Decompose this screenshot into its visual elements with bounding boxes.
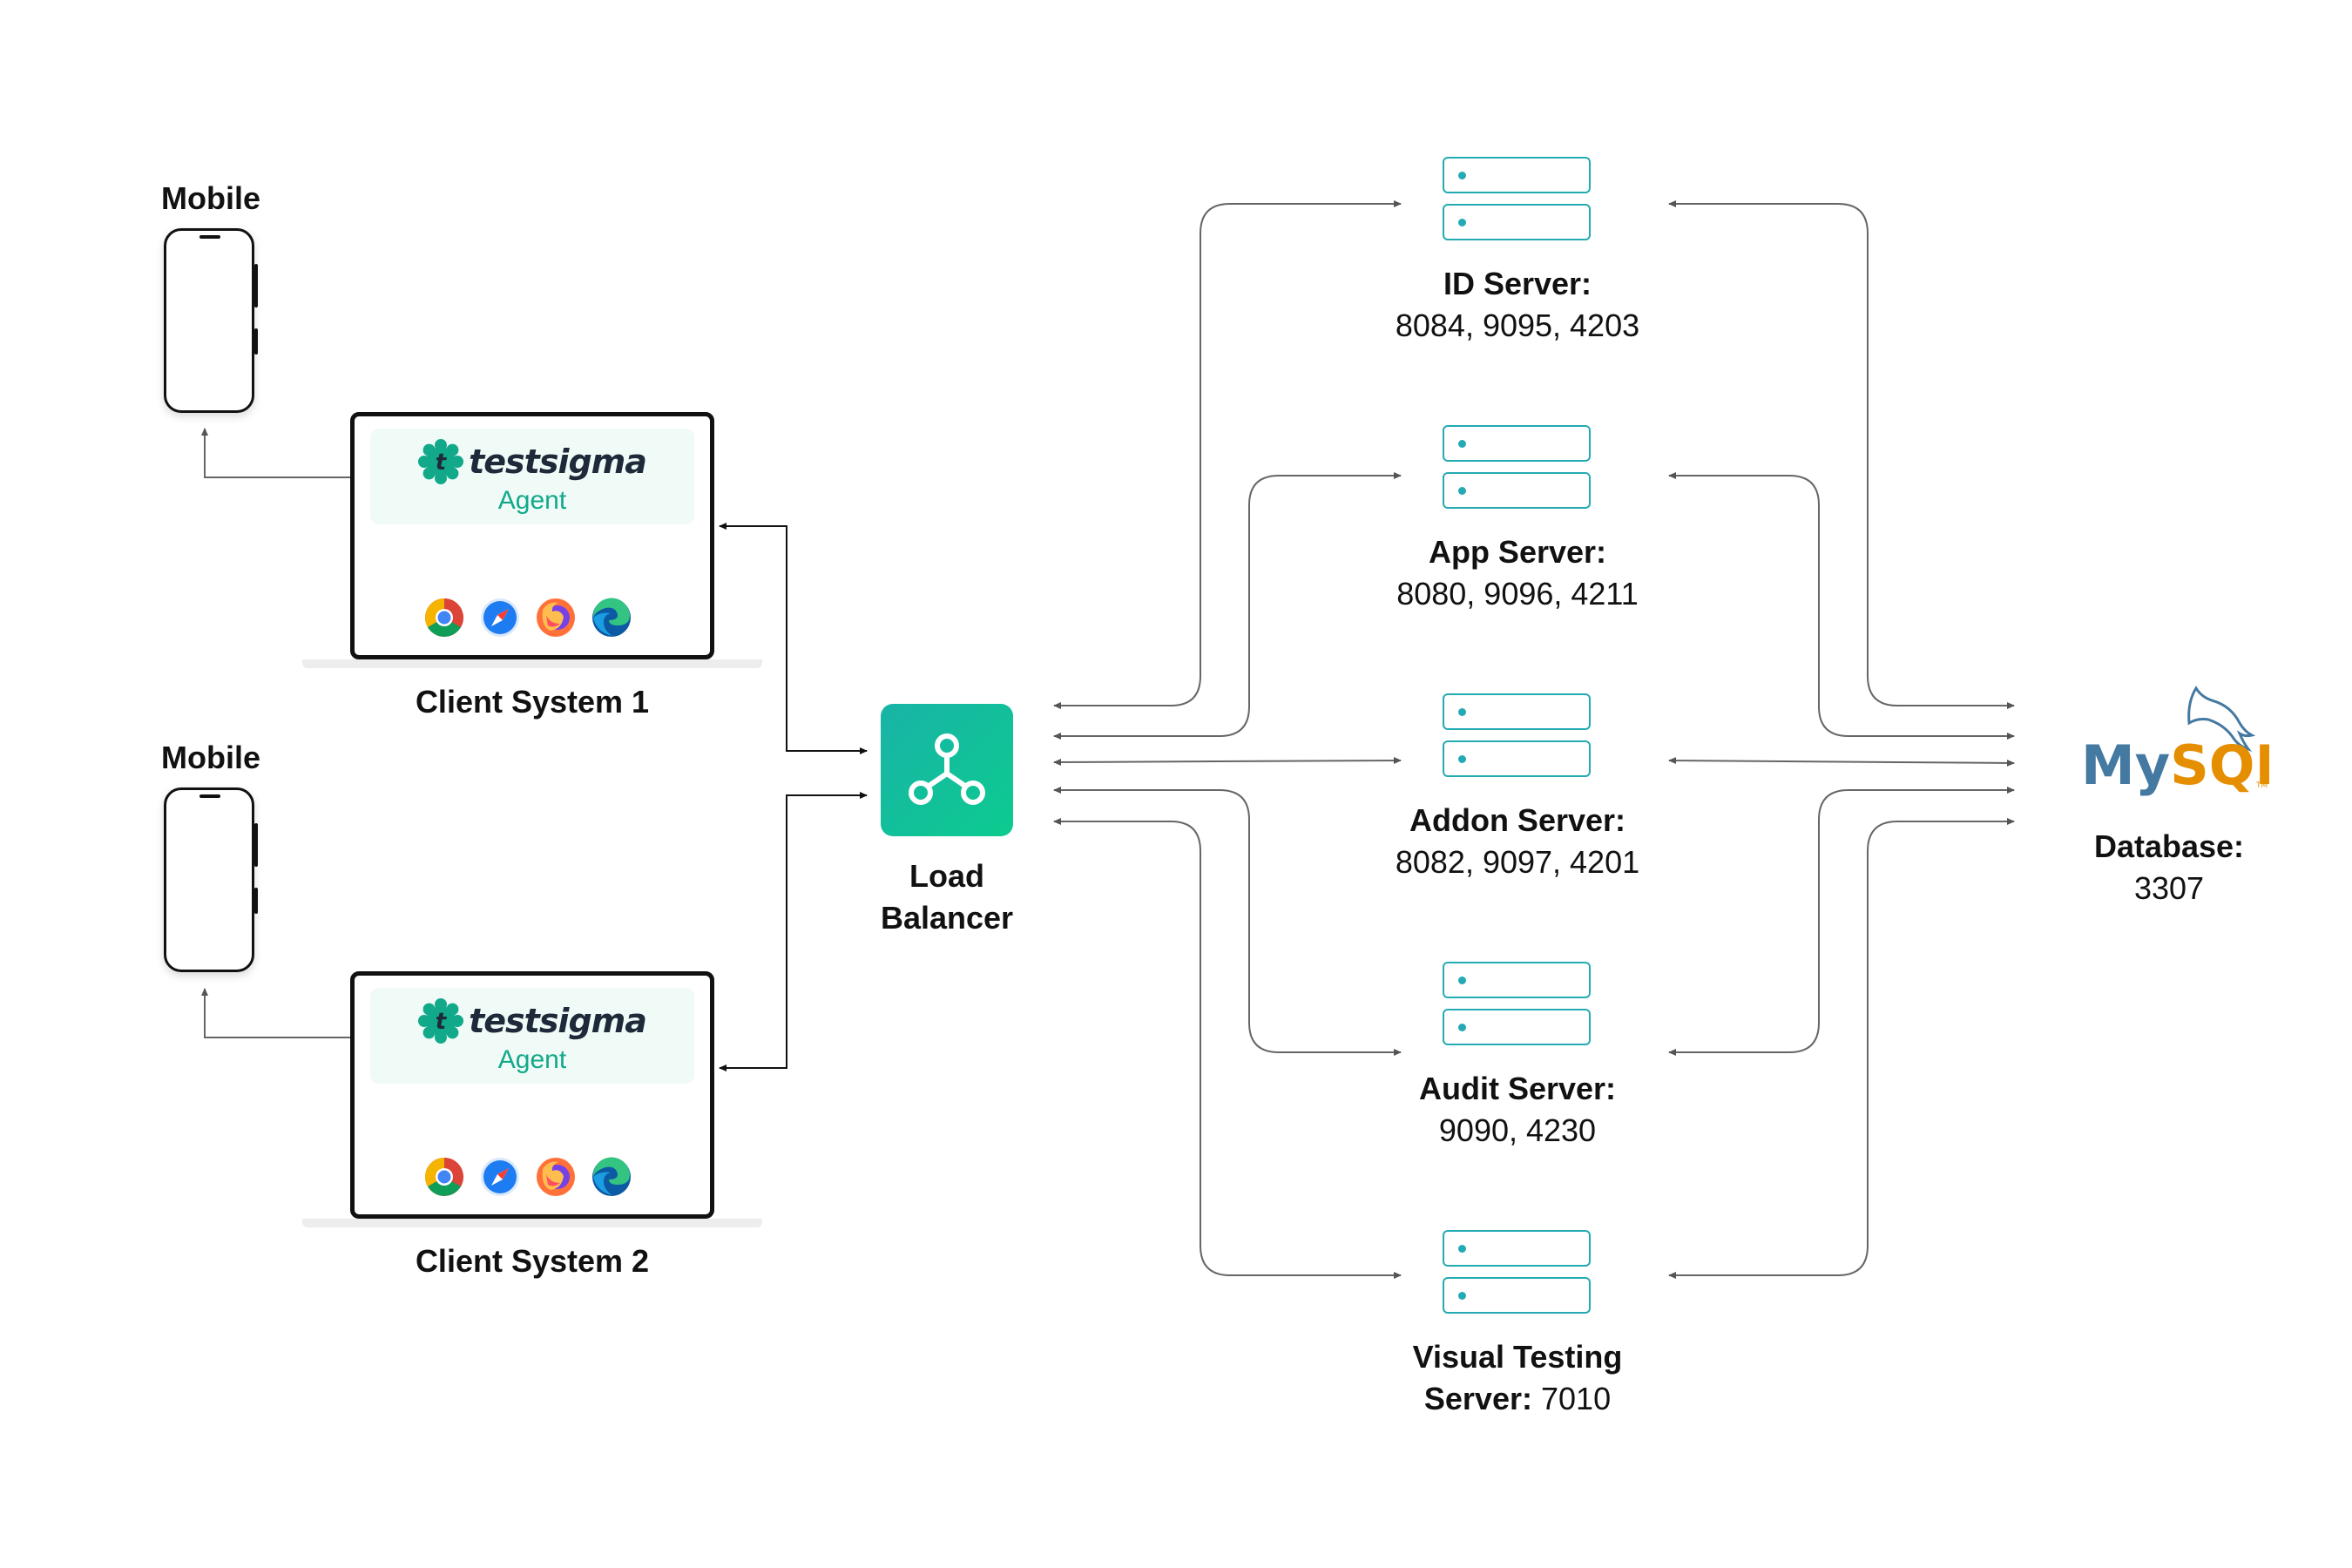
id-server-ports: 8084, 9095, 4203: [1395, 308, 1640, 343]
testsigma-agent-box: t testsigma Agent: [370, 429, 694, 524]
addon-server-icon: [1443, 693, 1594, 787]
edge-icon: [591, 598, 632, 638]
client-system-1-label: Client System 1: [415, 684, 650, 720]
client-system-2-label: Client System 2: [415, 1243, 650, 1279]
id-server-label: ID Server: 8084, 9095, 4203: [1343, 263, 1692, 347]
browser-icons: [424, 598, 632, 638]
client-system-1-laptop-base: [302, 659, 762, 668]
dolphin-icon: [2187, 686, 2256, 752]
audit-server-icon: [1443, 962, 1594, 1056]
id-server-icon: [1443, 157, 1594, 251]
addon-server-ports: 8082, 9097, 4201: [1395, 844, 1640, 880]
database-port: 3307: [2133, 870, 2205, 906]
visual-testing-server-label: Visual Testing Server: 7010: [1343, 1336, 1692, 1420]
audit-server-label: Audit Server: 9090, 4230: [1343, 1068, 1692, 1152]
client2-lb-link: [719, 792, 868, 1071]
svg-text:TM: TM: [2255, 781, 2268, 790]
testsigma-logo-icon: t: [418, 998, 464, 1044]
id-db-link: [1668, 200, 2015, 709]
safari-icon: [480, 1157, 520, 1197]
mysql-logo: MySQL TM: [2078, 679, 2289, 810]
app-server-ports: 8080, 9096, 4211: [1396, 576, 1639, 612]
addon-server-label: Addon Server: 8082, 9097, 4201: [1343, 800, 1692, 883]
lb-addon-link: [1053, 757, 1402, 766]
testsigma-logo-text: testsigma: [469, 443, 647, 481]
visual-testing-server-name-2: Server:: [1423, 1381, 1532, 1416]
testsigma-logo-icon: t: [418, 439, 464, 484]
visual-testing-server-name: Visual Testing: [1412, 1339, 1623, 1375]
svg-text:t: t: [436, 1009, 448, 1035]
load-balancer-label-line2: Balancer: [880, 900, 1014, 936]
app-server-name: App Server:: [1428, 534, 1607, 570]
mobile2-agent-link: [201, 988, 400, 1041]
app-db-link: [1668, 472, 2015, 740]
visual-testing-server-icon: [1443, 1230, 1594, 1324]
addon-db-link: [1668, 757, 2015, 767]
id-server-name: ID Server:: [1443, 266, 1592, 301]
safari-icon: [480, 598, 520, 638]
chrome-icon: [424, 1157, 464, 1197]
load-balancer-icon: [881, 704, 1013, 836]
database-label: Database: 3307: [2038, 826, 2300, 909]
mobile-2-label: Mobile: [161, 740, 260, 775]
visual-db-link: [1668, 818, 2015, 1279]
app-server-icon: [1443, 425, 1594, 519]
svg-text:t: t: [436, 449, 448, 476]
agent-label: Agent: [497, 486, 567, 515]
audit-db-link: [1668, 787, 2015, 1056]
mobile1-agent-link: [201, 428, 400, 481]
client-system-1-laptop: t testsigma Agent: [350, 412, 714, 659]
database-name: Database:: [2093, 828, 2245, 864]
app-server-label: App Server: 8080, 9096, 4211: [1343, 531, 1692, 615]
mobile-1-label: Mobile: [161, 180, 260, 216]
client-system-2-laptop: t testsigma Agent: [350, 971, 714, 1219]
lb-app-link: [1053, 472, 1402, 740]
firefox-icon: [536, 598, 576, 638]
lb-visual-link: [1053, 818, 1402, 1279]
addon-server-name: Addon Server:: [1409, 802, 1626, 838]
mysql-logo-text: MySQL: [2081, 733, 2269, 797]
load-balancer-label-line1: Load: [909, 858, 984, 894]
firefox-icon: [536, 1157, 576, 1197]
mobile-2-phone-icon: [164, 787, 258, 972]
browser-icons: [424, 1157, 632, 1197]
audit-server-name: Audit Server:: [1418, 1071, 1617, 1106]
edge-icon: [591, 1157, 632, 1197]
client-system-2-laptop-base: [302, 1219, 762, 1227]
testsigma-logo-text: testsigma: [469, 1002, 647, 1040]
mobile-1-phone-icon: [164, 228, 258, 413]
audit-server-ports: 9090, 4230: [1438, 1112, 1597, 1148]
client1-lb-link: [719, 523, 868, 754]
load-balancer-label: Load Balancer: [842, 855, 1051, 939]
visual-testing-server-ports: 7010: [1541, 1381, 1612, 1416]
agent-label: Agent: [497, 1045, 567, 1074]
testsigma-agent-box: t testsigma Agent: [370, 988, 694, 1084]
chrome-icon: [424, 598, 464, 638]
